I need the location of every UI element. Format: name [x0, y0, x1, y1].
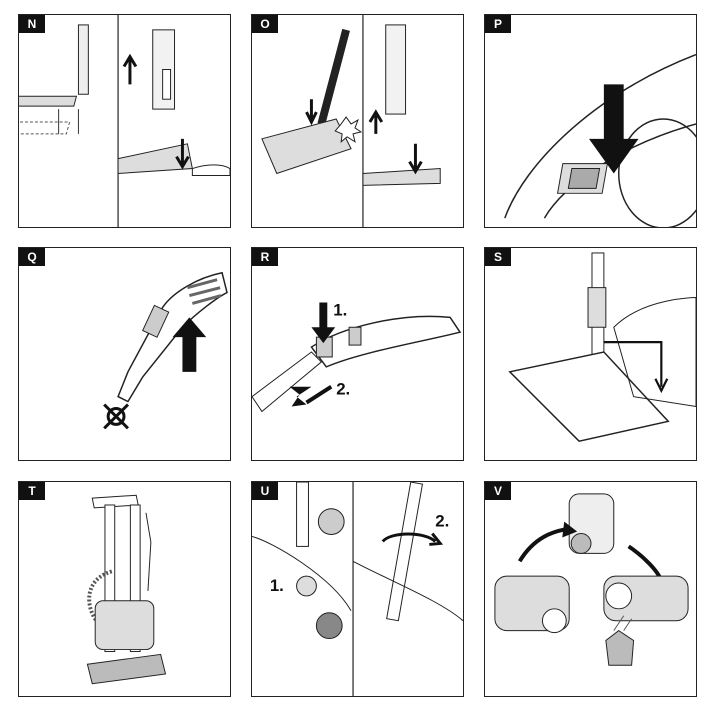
illustration-steam-trigger	[103, 271, 228, 430]
panel-s: S	[484, 247, 697, 461]
panel-n: N	[18, 14, 231, 228]
panel-label: U	[252, 482, 278, 500]
panel-o: O	[251, 14, 464, 228]
illustration-empty-container	[494, 493, 689, 666]
panel-label: S	[485, 248, 511, 266]
step-1-label: 1.	[270, 576, 284, 595]
illustration-storage-upright	[86, 494, 167, 685]
illustration-mop-press-clip	[261, 15, 441, 227]
panel-p: P	[484, 14, 697, 228]
panel-label: R	[252, 248, 278, 266]
illustration-insert-tube: 1. 2.	[252, 482, 463, 696]
panel-label: V	[485, 482, 511, 500]
panel-label: O	[252, 15, 278, 33]
panel-label: T	[19, 482, 45, 500]
panel-label: N	[19, 15, 45, 33]
illustration-press-button-on-unit	[504, 53, 696, 227]
panel-v: V	[484, 481, 697, 697]
panel-q: Q	[18, 247, 231, 461]
panel-u: U 1. 2.	[251, 481, 464, 697]
step-1-label: 1.	[333, 300, 347, 319]
illustration-park-mop	[508, 252, 696, 442]
illustration-detach-handle: 1. 2.	[252, 300, 462, 413]
step-2-label: 2.	[435, 512, 449, 531]
panel-label: P	[485, 15, 511, 33]
panel-r: R 1. 2.	[251, 247, 464, 461]
illustration-mop-attach-pad	[19, 15, 230, 227]
step-2-label: 2.	[336, 380, 350, 399]
panel-t: T	[18, 481, 231, 697]
panel-label: Q	[19, 248, 45, 266]
